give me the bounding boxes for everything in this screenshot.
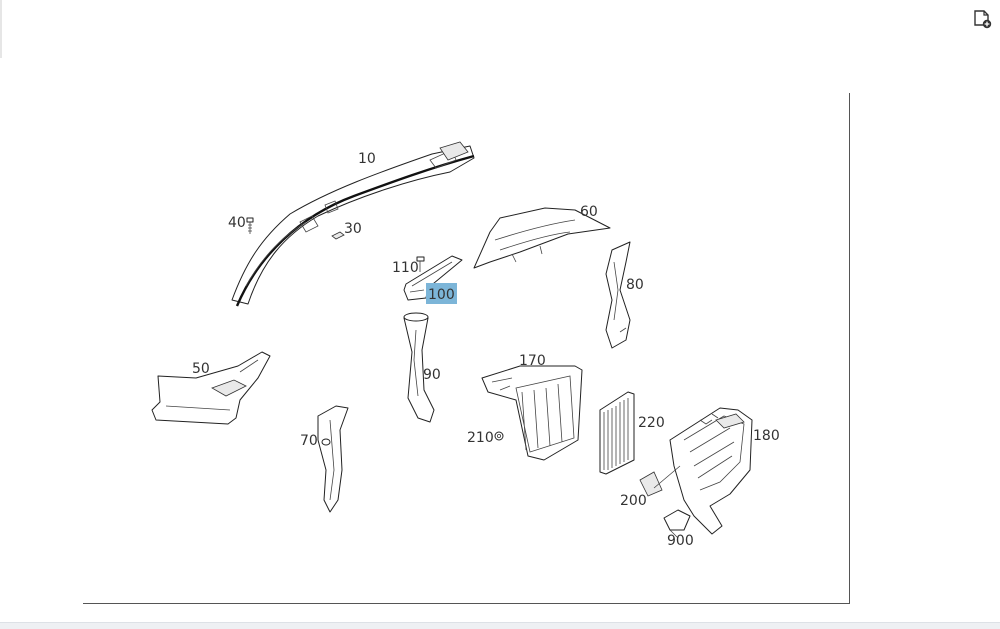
callout-170[interactable]: 170 (519, 353, 546, 369)
callout-220[interactable]: 220 (638, 415, 665, 431)
callout-100[interactable]: 100 (428, 287, 455, 303)
part-40-bolt[interactable] (246, 217, 254, 234)
part-180-hvac-module[interactable] (669, 407, 753, 535)
callout-100-highlight (426, 283, 457, 304)
part-70-side-duct[interactable] (317, 405, 349, 513)
callout-30[interactable]: 30 (344, 221, 362, 237)
part-90-duct-tube[interactable] (403, 312, 435, 423)
callout-50[interactable]: 50 (192, 361, 210, 377)
part-210-nut[interactable] (494, 431, 504, 441)
part-10-cowl-panel[interactable] (231, 141, 475, 307)
part-170-filter-housing[interactable] (481, 365, 583, 461)
part-900-sensor[interactable] (663, 509, 691, 539)
diagram-frame-right (849, 93, 850, 604)
part-80-air-duct[interactable] (605, 241, 631, 349)
callout-40[interactable]: 40 (228, 215, 246, 231)
part-60-trim-cover[interactable] (473, 207, 611, 269)
part-220-cabin-filter[interactable] (599, 391, 635, 475)
callout-180[interactable]: 180 (753, 428, 780, 444)
callout-60[interactable]: 60 (580, 204, 598, 220)
part-200-module-bracket[interactable] (639, 465, 681, 497)
callout-80[interactable]: 80 (626, 277, 644, 293)
part-110-screw[interactable] (416, 256, 425, 272)
part-30-clip[interactable] (331, 231, 345, 240)
callout-10[interactable]: 10 (358, 151, 376, 167)
callout-70[interactable]: 70 (300, 433, 318, 449)
callout-200[interactable]: 200 (620, 493, 647, 509)
bottom-bar (0, 622, 1000, 629)
part-50-floor-panel[interactable] (151, 351, 271, 425)
document-add-icon[interactable] (972, 9, 992, 29)
callout-900[interactable]: 900 (667, 533, 694, 549)
callout-110[interactable]: 110 (392, 260, 419, 276)
callout-90[interactable]: 90 (423, 367, 441, 383)
viewer-edge (0, 0, 2, 58)
diagram-frame-bottom (83, 603, 850, 604)
callout-210[interactable]: 210 (467, 430, 494, 446)
